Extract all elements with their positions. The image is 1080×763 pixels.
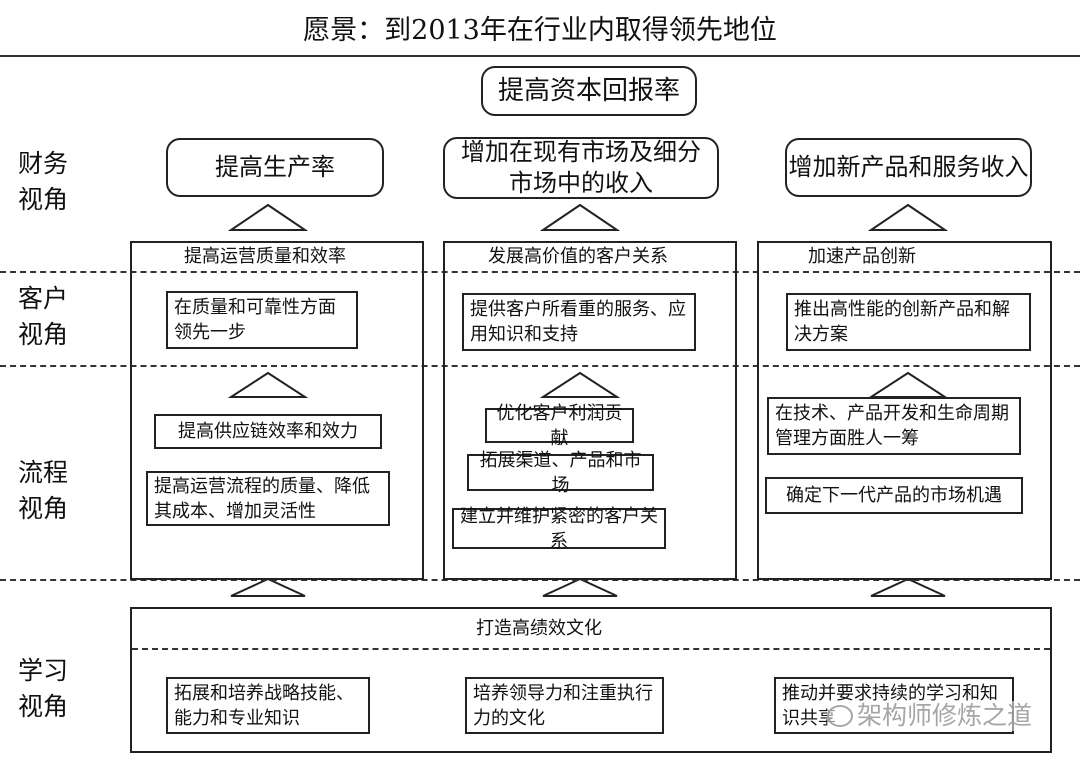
- theme-heading: 发展高价值的客户关系: [488, 246, 668, 267]
- wechat-bubble-icon: [827, 705, 853, 727]
- perspective-customer-label: 客户 视角: [18, 284, 69, 349]
- perspective-learning: 学习 视角: [18, 653, 78, 725]
- perspective-financial: 财务 视角: [18, 146, 78, 218]
- process-objective-label: 拓展渠道、产品和市场: [479, 449, 642, 496]
- learning-objective-label: 推动并要求持续的学习和知识共享: [782, 683, 998, 729]
- triangle-arrow-icon: [227, 203, 309, 231]
- process-objective-label: 建立并维护紧密的客户关系: [460, 505, 658, 552]
- triangle-arrow-icon: [230, 577, 306, 597]
- process-objective: 优化客户利润贡献: [485, 403, 634, 449]
- perspective-customer: 客户 视角: [18, 281, 78, 353]
- learning-objective: 培养领导力和注重执行力的文化: [465, 677, 664, 734]
- process-objective: 确定下一代产品的市场机遇: [765, 477, 1023, 514]
- process-objective-label: 优化客户利润贡献: [496, 402, 623, 449]
- separator-process-learning: [0, 579, 1080, 581]
- customer-objective-label: 推出高性能的创新产品和解决方案: [794, 299, 1010, 345]
- customer-objective: 提供客户所看重的服务、应用知识和支持: [462, 293, 696, 351]
- financial-goal-productivity: 提高生产率: [166, 138, 384, 197]
- perspective-process: 流程 视角: [18, 455, 78, 527]
- customer-objective: 在质量和可靠性方面领先一步: [166, 291, 358, 349]
- watermark-text: 架构师修炼之道: [857, 701, 1033, 730]
- triangle-arrow-icon: [867, 203, 949, 231]
- process-objective: 拓展渠道、产品和市场: [467, 450, 654, 496]
- triangle-arrow-icon: [870, 577, 946, 597]
- perspective-learning-label: 学习 视角: [18, 656, 69, 721]
- learning-separator: [132, 648, 1050, 650]
- learning-objective-label: 培养领导力和注重执行力的文化: [473, 682, 653, 729]
- perspective-financial-label: 财务 视角: [18, 149, 69, 214]
- theme-column-efficiency: [130, 241, 424, 580]
- process-objective: 在技术、产品开发和生命周期管理方面胜人一筹: [767, 397, 1021, 455]
- process-objective: 建立并维护紧密的客户关系: [452, 506, 666, 552]
- triangle-arrow-icon: [539, 371, 621, 398]
- process-objective-label: 提高运营流程的质量、降低其成本、增加灵活性: [154, 475, 370, 522]
- customer-objective-label: 提供客户所看重的服务、应用知识和支持: [470, 299, 686, 345]
- learning-objective-label: 拓展和培养战略技能、能力和专业知识: [174, 682, 354, 729]
- financial-goal-label: 增加新产品和服务收入: [788, 153, 1029, 181]
- triangle-arrow-icon: [539, 203, 621, 231]
- theme-heading: 加速产品创新: [808, 246, 916, 267]
- process-objective: 提高供应链效率和效力: [154, 414, 382, 449]
- process-objective-label: 提高供应链效率和效力: [178, 421, 358, 442]
- financial-goal-existing-markets: 增加在现有市场及细分市场中的收入: [443, 137, 719, 199]
- process-objective-label: 在技术、产品开发和生命周期管理方面胜人一筹: [775, 403, 1009, 449]
- learning-objective: 拓展和培养战略技能、能力和专业知识: [166, 677, 370, 734]
- process-objective-label: 确定下一代产品的市场机遇: [786, 485, 1002, 506]
- triangle-arrow-icon: [542, 577, 618, 597]
- learning-container: [130, 607, 1052, 753]
- watermark: 架构师修炼之道: [827, 701, 1033, 731]
- learning-theme: 打造高绩效文化: [476, 618, 602, 639]
- title-divider: [0, 55, 1080, 57]
- vision-title: 愿景：到2013年在行业内取得领先地位: [303, 15, 777, 46]
- top-goal-box: 提高资本回报率: [481, 66, 697, 116]
- process-objective: 提高运营流程的质量、降低其成本、增加灵活性: [146, 471, 390, 526]
- theme-column-innovation: [757, 241, 1052, 580]
- customer-objective: 推出高性能的创新产品和解决方案: [786, 293, 1031, 351]
- customer-objective-label: 在质量和可靠性方面领先一步: [174, 297, 336, 343]
- theme-heading: 提高运营质量和效率: [184, 246, 346, 267]
- financial-goal-label: 提高生产率: [215, 153, 335, 181]
- theme-column-customer: [443, 241, 737, 580]
- separator-financial-customer: [0, 271, 1080, 273]
- top-goal-label: 提高资本回报率: [497, 75, 680, 106]
- triangle-arrow-icon: [227, 371, 309, 398]
- financial-goal-new-products: 增加新产品和服务收入: [785, 138, 1032, 197]
- perspective-process-label: 流程 视角: [18, 458, 69, 523]
- separator-customer-process: [0, 365, 1080, 367]
- financial-goal-label: 增加在现有市场及细分市场中的收入: [461, 138, 701, 197]
